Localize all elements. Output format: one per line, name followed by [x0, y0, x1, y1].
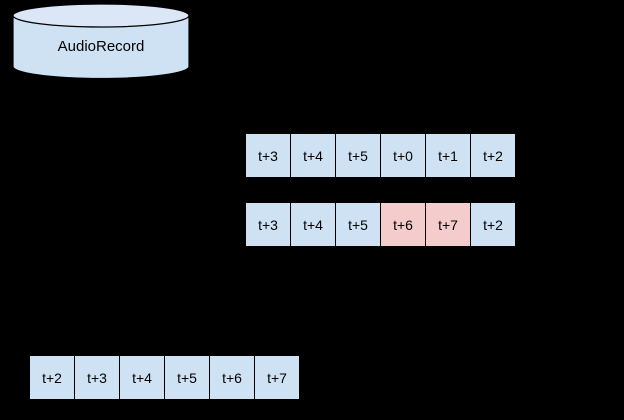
array-cell: t+5	[335, 202, 381, 247]
array-cell-highlighted: t+7	[425, 202, 471, 247]
array-cell: t+5	[335, 133, 381, 178]
audiorecord-cylinder: AudioRecord	[12, 3, 190, 80]
array-cell-highlighted: t+6	[380, 202, 426, 247]
array-cell: t+1	[425, 133, 471, 178]
database-cylinder-icon	[12, 3, 190, 80]
buffer-row-top: t+3 t+4 t+5 t+0 t+1 t+2	[245, 133, 516, 178]
cylinder-label: AudioRecord	[57, 38, 145, 55]
array-cell: t+4	[290, 202, 336, 247]
array-cell: t+3	[245, 202, 291, 247]
array-cell: t+3	[74, 355, 120, 400]
array-cell: t+0	[380, 133, 426, 178]
array-cell: t+4	[290, 133, 336, 178]
output-row: t+2 t+3 t+4 t+5 t+6 t+7	[29, 355, 300, 400]
array-cell: t+7	[254, 355, 300, 400]
array-cell: t+5	[164, 355, 210, 400]
array-cell: t+2	[470, 133, 516, 178]
array-cell: t+4	[119, 355, 165, 400]
cylinder-body	[12, 14, 190, 80]
array-cell: t+3	[245, 133, 291, 178]
array-cell: t+6	[209, 355, 255, 400]
array-cell: t+2	[29, 355, 75, 400]
buffer-row-middle: t+3 t+4 t+5 t+6 t+7 t+2	[245, 202, 516, 247]
array-cell: t+2	[470, 202, 516, 247]
cylinder-top	[12, 3, 190, 28]
